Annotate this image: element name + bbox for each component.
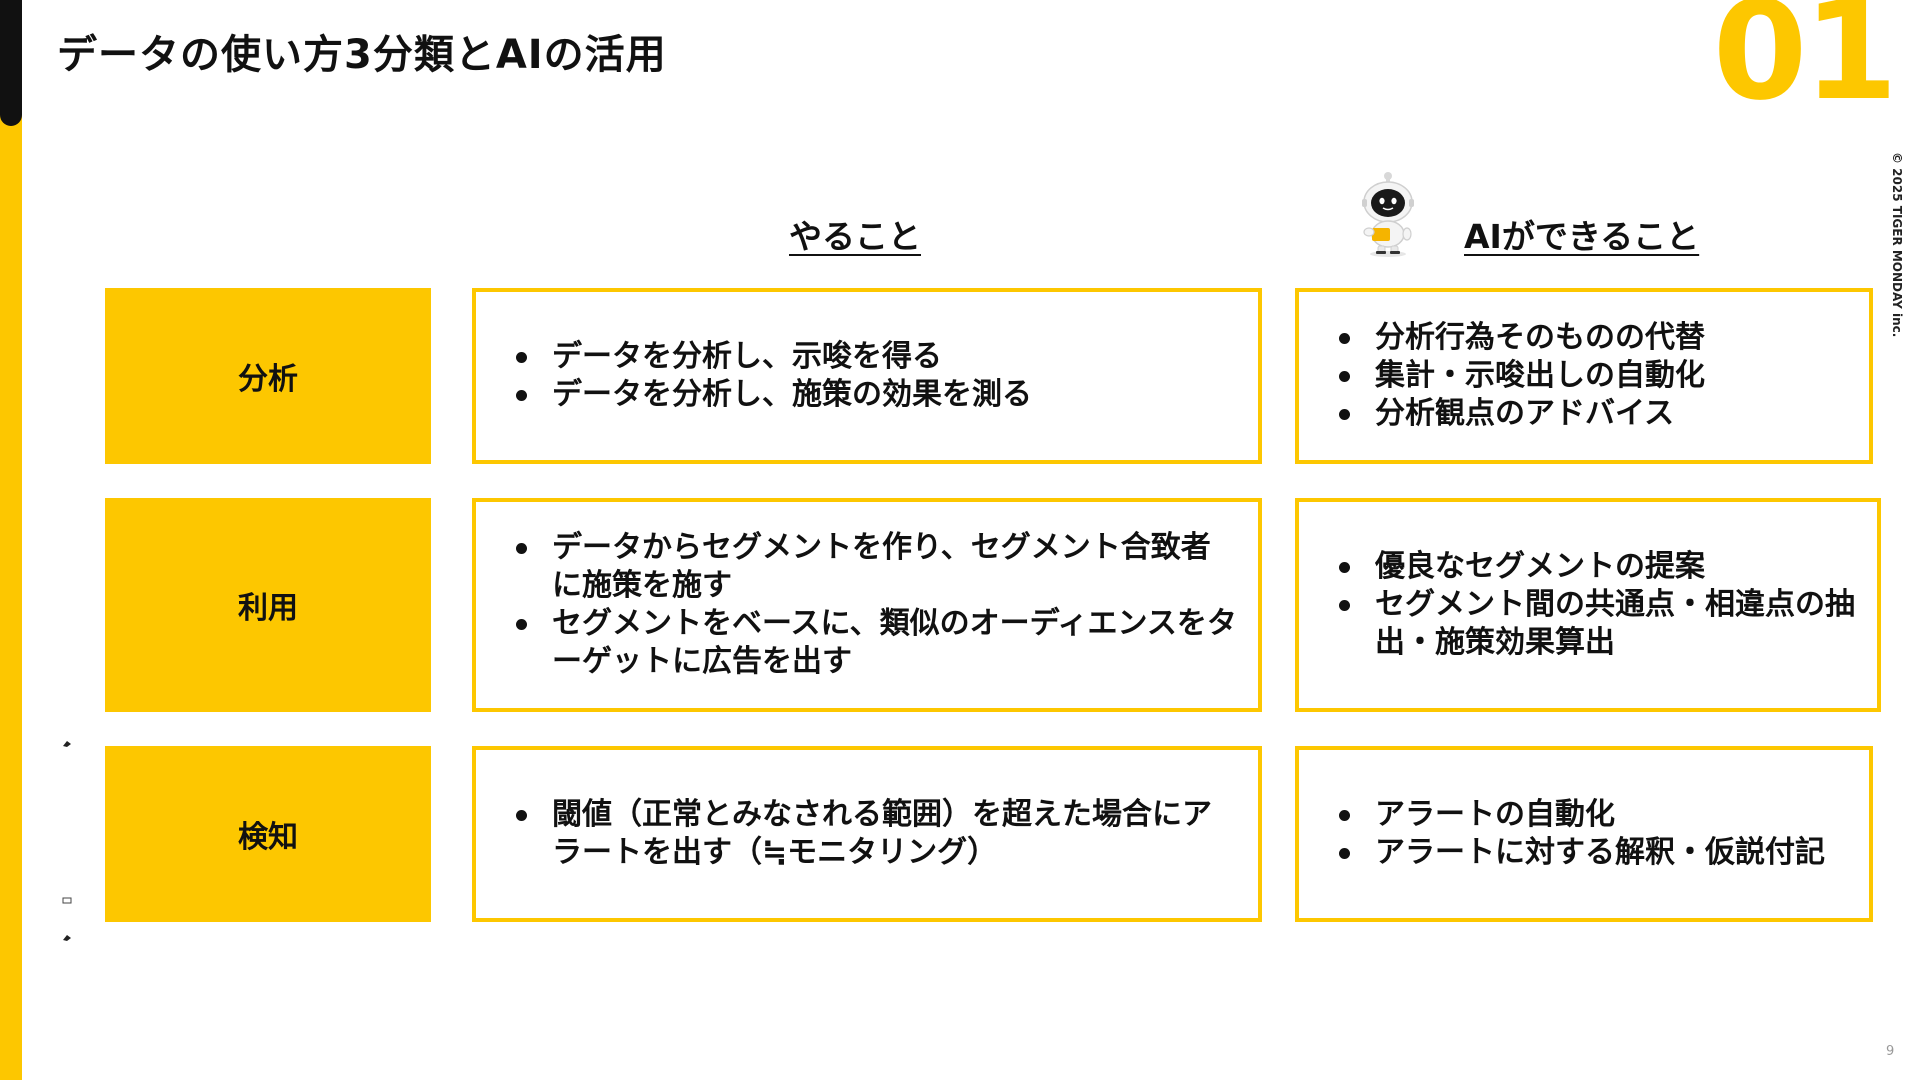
- category-label: 利用: [238, 591, 298, 626]
- do-box-analysis: データを分析し、示唆を得る データを分析し、施策の効果を測る: [472, 288, 1262, 464]
- copyright-text: © 2025 TIGER MONDAY inc.: [1890, 152, 1904, 338]
- ai-list: アラートの自動化 アラートに対する解釈・仮説付記: [1339, 796, 1825, 872]
- robot-mascot-icon: [1362, 172, 1414, 257]
- decorative-speck-icon: [63, 741, 71, 747]
- list-item: データを分析し、施策の効果を測る: [516, 376, 1032, 414]
- decorative-speck-icon: [63, 935, 71, 941]
- slide-title: データの使い方3分類とAIの活用: [57, 32, 667, 78]
- column-heading-do: やること: [789, 217, 921, 256]
- left-accent-bar: [0, 0, 22, 1080]
- category-box-detection: 検知: [105, 746, 431, 922]
- do-box-usage: データからセグメントを作り、セグメント合致者に施策を施す セグメントをベースに、…: [472, 498, 1262, 712]
- do-box-detection: 閾値（正常とみなされる範囲）を超えた場合にアラートを出す（≒モニタリング）: [472, 746, 1262, 922]
- list-item: セグメント間の共通点・相違点の抽出・施策効果算出: [1339, 586, 1861, 662]
- ai-box-analysis: 分析行為そのものの代替 集計・示唆出しの自動化 分析観点のアドバイス: [1295, 288, 1873, 464]
- list-item: データを分析し、示唆を得る: [516, 338, 1032, 376]
- do-list: 閾値（正常とみなされる範囲）を超えた場合にアラートを出す（≒モニタリング）: [516, 796, 1238, 872]
- list-item: 閾値（正常とみなされる範囲）を超えた場合にアラートを出す（≒モニタリング）: [516, 796, 1238, 872]
- list-item: 分析行為そのものの代替: [1339, 319, 1705, 357]
- ai-box-usage: 優良なセグメントの提案 セグメント間の共通点・相違点の抽出・施策効果算出: [1295, 498, 1881, 712]
- ai-list: 分析行為そのものの代替 集計・示唆出しの自動化 分析観点のアドバイス: [1339, 319, 1705, 433]
- do-list: データを分析し、示唆を得る データを分析し、施策の効果を測る: [516, 338, 1032, 414]
- copyright-notice: © 2025 TIGER MONDAY inc.: [1890, 152, 1904, 352]
- ai-box-detection: アラートの自動化 アラートに対する解釈・仮説付記: [1295, 746, 1873, 922]
- page-number: 9: [1886, 1044, 1895, 1059]
- category-label: 分析: [238, 362, 298, 397]
- list-item: アラートの自動化: [1339, 796, 1825, 834]
- column-heading-ai: AIができること: [1464, 217, 1700, 256]
- category-box-analysis: 分析: [105, 288, 431, 464]
- do-list: データからセグメントを作り、セグメント合致者に施策を施す セグメントをベースに、…: [516, 529, 1238, 681]
- left-accent-bar-top: [0, 0, 22, 126]
- decorative-speck-icon: [62, 897, 72, 904]
- list-item: データからセグメントを作り、セグメント合致者に施策を施す: [516, 529, 1238, 605]
- section-number: 01: [1712, 0, 1898, 131]
- ai-list: 優良なセグメントの提案 セグメント間の共通点・相違点の抽出・施策効果算出: [1339, 548, 1861, 662]
- list-item: 集計・示唆出しの自動化: [1339, 357, 1705, 395]
- list-item: 優良なセグメントの提案: [1339, 548, 1861, 586]
- category-box-usage: 利用: [105, 498, 431, 712]
- category-label: 検知: [238, 820, 298, 855]
- list-item: アラートに対する解釈・仮説付記: [1339, 834, 1825, 872]
- list-item: 分析観点のアドバイス: [1339, 395, 1705, 433]
- list-item: セグメントをベースに、類似のオーディエンスをターゲットに広告を出す: [516, 605, 1238, 681]
